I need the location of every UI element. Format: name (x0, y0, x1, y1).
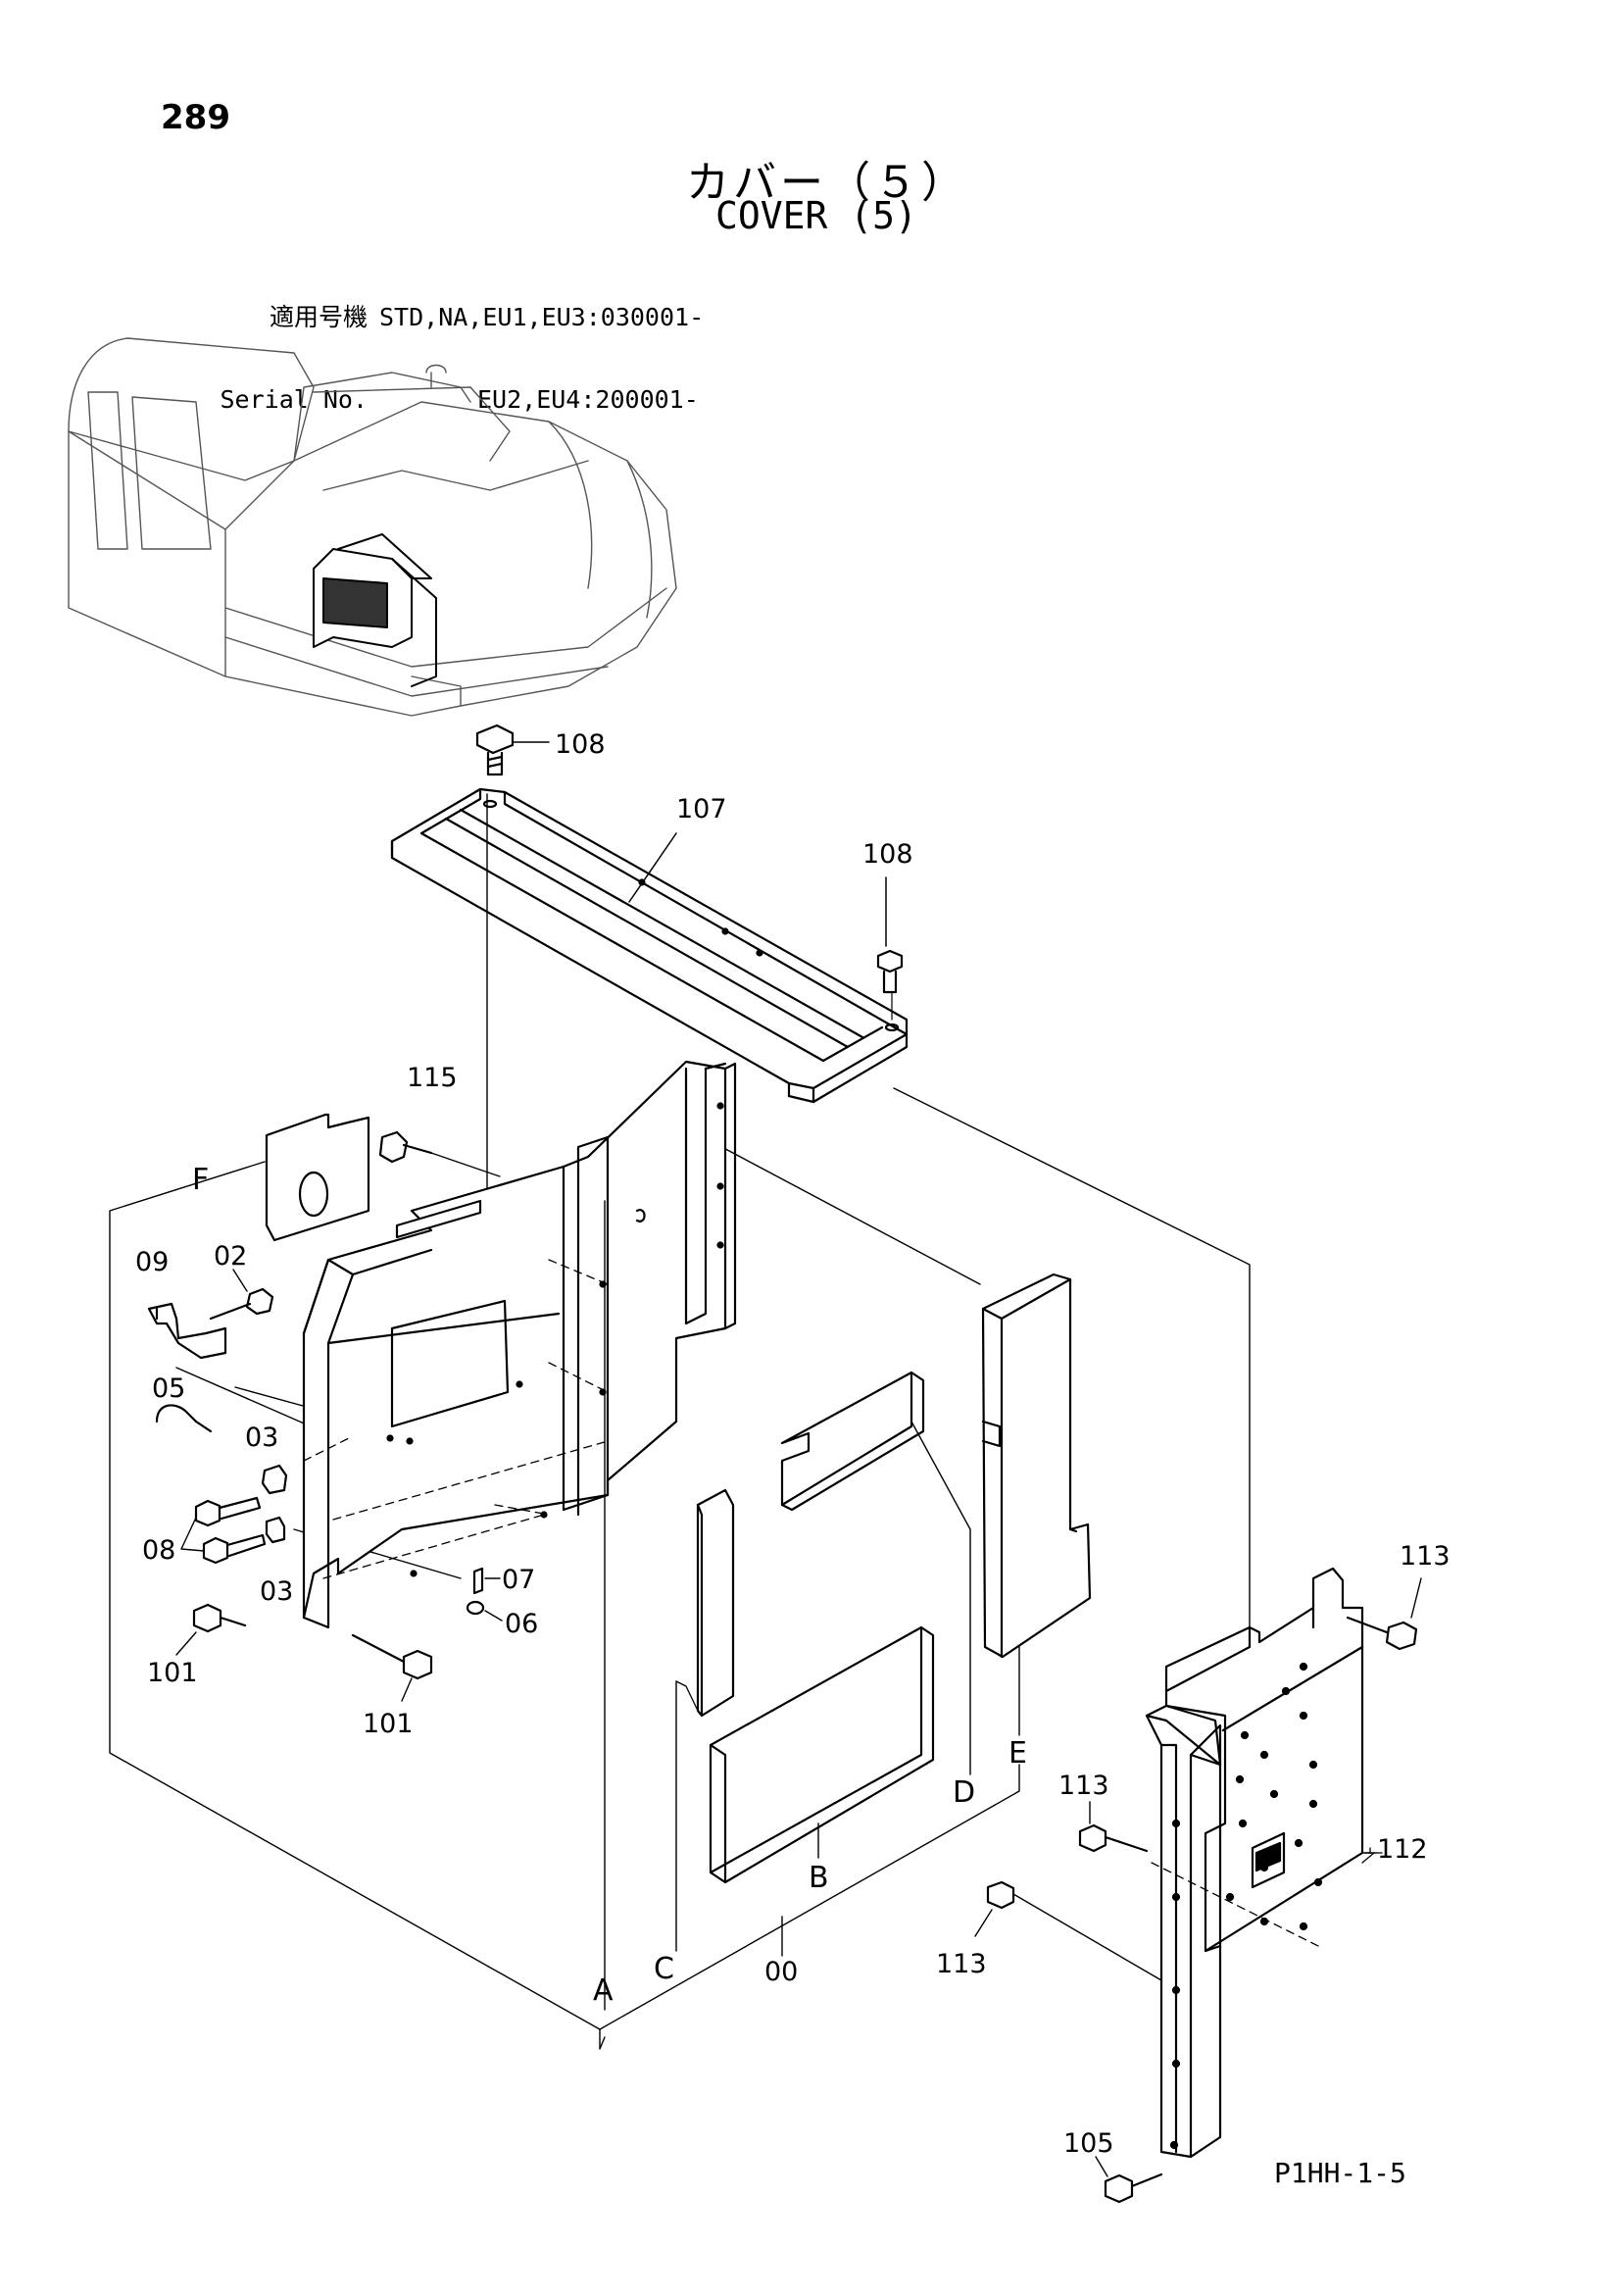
bolt-108-top (475, 724, 550, 776)
serial-line-2: EU2,EU4:200001- (477, 385, 699, 414)
callout-03-upper: 03 (245, 1423, 278, 1453)
bolt-101-right (351, 1633, 433, 1702)
callout-00: 00 (764, 1957, 798, 1987)
callout-113-low: 113 (936, 1949, 987, 1979)
page-number: 289 (161, 98, 230, 137)
callout-112: 112 (1377, 1834, 1428, 1865)
callout-108-right: 108 (862, 839, 913, 870)
bolts-08 (180, 1496, 267, 1565)
bracket-107 (390, 787, 909, 1104)
callout-07: 07 (502, 1565, 535, 1595)
clip-03-lower (265, 1516, 286, 1544)
pad-F (265, 1113, 370, 1242)
document-code: P1HH-1-5 (1274, 2157, 1406, 2189)
bolt-115 (378, 1130, 501, 1177)
pad-D (780, 1371, 971, 1775)
clip-03-upper (261, 1464, 288, 1495)
bolt-02 (209, 1269, 274, 1321)
clip-09 (147, 1302, 227, 1360)
callout-05: 05 (152, 1373, 185, 1404)
bolt-108-right (876, 876, 904, 1021)
callout-C: C (654, 1952, 674, 1986)
excavator-overview (68, 337, 677, 717)
callout-113-top: 113 (1400, 1541, 1451, 1572)
hook-05 (155, 1404, 213, 1433)
pin-07 (472, 1567, 501, 1595)
callout-B: B (809, 1861, 829, 1895)
callout-F: F (192, 1163, 209, 1197)
callout-06: 06 (505, 1609, 538, 1639)
serial-line-1: STD,NA,EU1,EU3:030001- (379, 303, 705, 331)
title-japanese: カバー（５） (686, 158, 968, 208)
callout-105: 105 (1063, 2128, 1114, 2159)
bolt-101-left (175, 1603, 247, 1656)
pad-B (709, 1625, 935, 1884)
callout-101-right: 101 (363, 1709, 414, 1739)
pad-E (981, 1273, 1092, 1736)
callout-101-left: 101 (147, 1658, 198, 1688)
bolt-113-low (974, 1880, 1162, 1981)
callout-113-mid: 113 (1058, 1771, 1109, 1801)
callout-08: 08 (142, 1535, 175, 1566)
callout-107: 107 (676, 794, 727, 824)
callout-A: A (593, 1973, 614, 2008)
bolt-113-mid (1078, 1801, 1149, 1853)
bolt-105 (1095, 2156, 1163, 2204)
bolt-113-top (1346, 1577, 1422, 1651)
pad-C (675, 1488, 735, 1952)
callout-115: 115 (407, 1063, 458, 1093)
main-panel (302, 1060, 737, 1629)
callout-108-top: 108 (555, 729, 606, 760)
callout-03-lower: 03 (260, 1576, 293, 1607)
callout-E: E (1008, 1736, 1027, 1771)
callout-09: 09 (135, 1247, 169, 1277)
side-cover-112 (1145, 1567, 1378, 2159)
callout-D: D (953, 1775, 975, 1810)
title-english: COVER (5) (715, 194, 917, 237)
serial-label-jp: 適用号機 (269, 303, 368, 331)
callout-02: 02 (214, 1241, 247, 1272)
washer-06 (466, 1600, 503, 1622)
